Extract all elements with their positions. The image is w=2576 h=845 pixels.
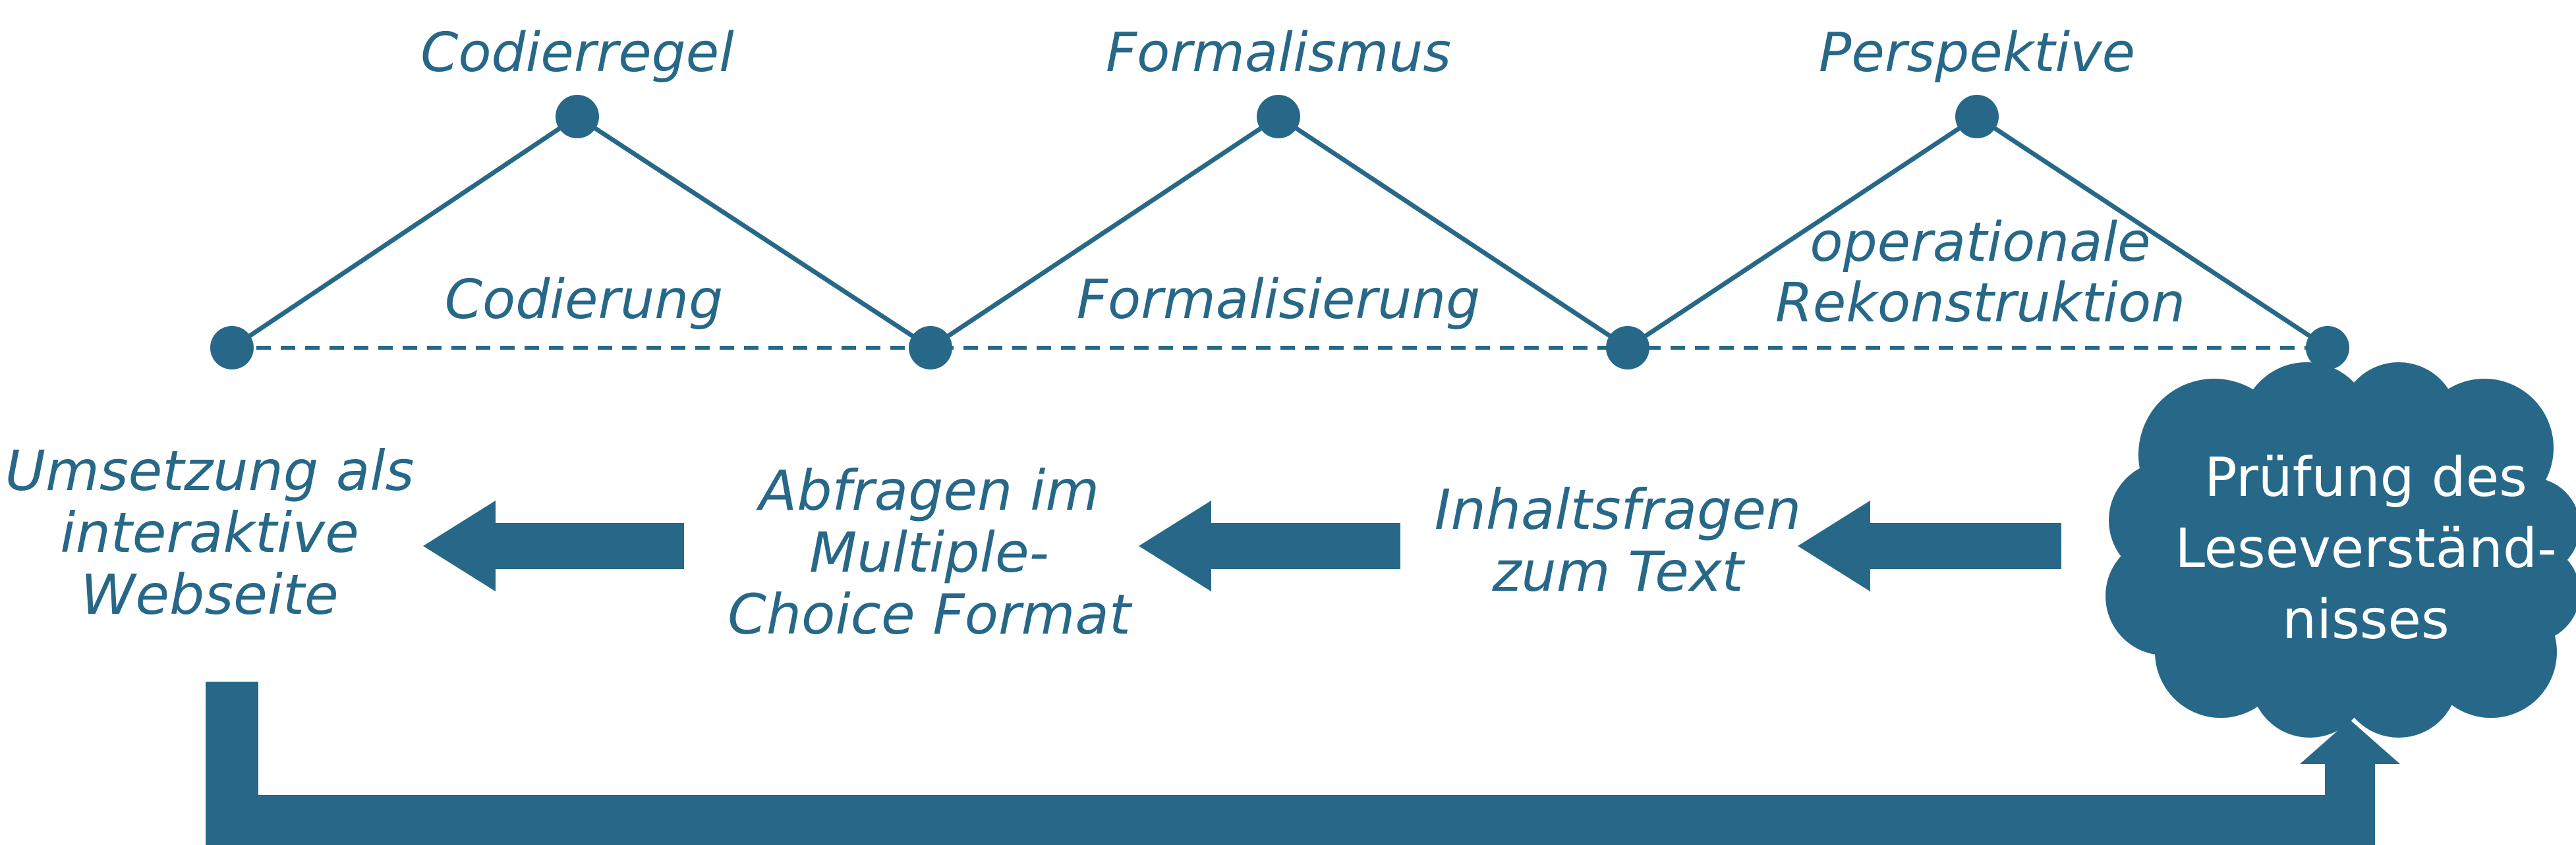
cloud-line: Leseverständ-	[2175, 518, 2557, 581]
zigzag-segment	[231, 115, 579, 350]
cloud-label: Prüfung des Leseverständ- nisses	[2175, 443, 2556, 657]
node-base-2	[909, 326, 952, 369]
step-multiple-choice: Abfragen im Multiple- Choice Format	[728, 460, 1131, 645]
step-website: Umsetzung als interaktive Webseite	[5, 440, 415, 626]
peak-label-perspektive: Perspektive	[1818, 22, 2136, 84]
zigzag-segment	[1277, 115, 1629, 350]
zigzag-segment	[1976, 115, 2329, 350]
cloud-icon	[2105, 362, 2576, 738]
zigzag-segment	[1626, 115, 1978, 350]
step-line: interaktive	[60, 501, 359, 566]
cloud-line: Prüfung des	[2204, 447, 2527, 509]
node-peak-3	[1955, 95, 1999, 138]
step-line: Multiple-	[809, 520, 1049, 586]
cloud-line: nisses	[2282, 589, 2449, 652]
edge-label-line: operationale	[1810, 211, 2151, 274]
step-line: Choice Format	[728, 582, 1131, 647]
nodes	[210, 95, 2349, 369]
arrow-left-icon	[1798, 501, 2061, 591]
return-arrow-icon	[206, 682, 2400, 845]
step-line: zum Text	[1492, 539, 1744, 605]
zigzag-segment	[929, 115, 1280, 350]
peak-label-codierregel: Codierregel	[420, 22, 734, 84]
edge-label-codierung: Codierung	[444, 269, 724, 331]
arrow-left-icon	[423, 501, 684, 591]
node-base-4	[2306, 326, 2349, 369]
node-base-1	[210, 326, 254, 369]
edge-label-formalisierung: Formalisierung	[1076, 269, 1481, 331]
node-base-3	[1606, 326, 1649, 369]
node-peak-1	[556, 95, 599, 138]
step-line: Abfragen im	[758, 458, 1100, 523]
node-peak-2	[1257, 95, 1300, 138]
zigzag-lines	[231, 115, 2329, 350]
step-line: Inhaltsfragen	[1434, 477, 1802, 542]
arrow-left-icon	[1139, 501, 1400, 591]
step-line: Webseite	[80, 562, 339, 628]
zigzag-segment	[576, 115, 932, 350]
edge-label-line: Rekonstruktion	[1775, 271, 2186, 335]
step-content-questions: Inhaltsfragen zum Text	[1435, 479, 1802, 603]
edge-label-operationale-rekonstruktion: operationale Rekonstruktion	[1775, 213, 2185, 334]
step-line: Umsetzung als	[5, 439, 415, 503]
peak-label-formalismus: Formalismus	[1105, 22, 1452, 84]
